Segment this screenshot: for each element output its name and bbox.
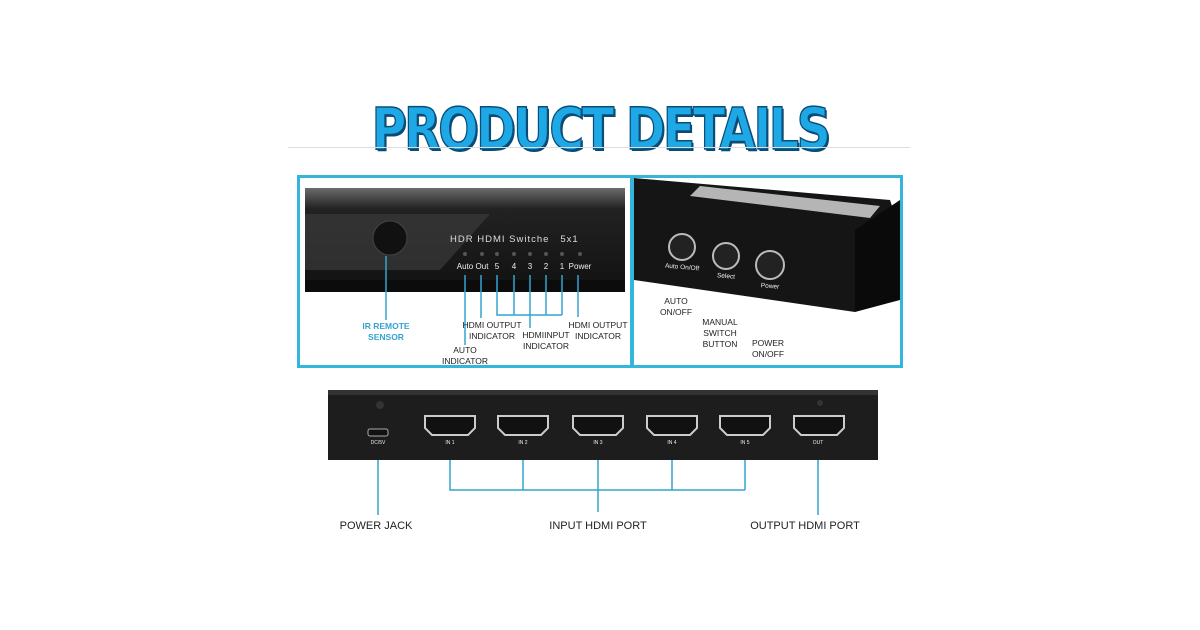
callout-power-indicator: HDMI OUTPUT INDICATOR [568,320,628,341]
callout-manual-switch: MANUAL SWITCH BUTTON [702,317,738,349]
callout-input-port: INPUT HDMI PORT [549,520,647,532]
port-label-dc: DC/5V [370,440,386,446]
callout-output-port: OUTPUT HDMI PORT [750,520,860,532]
port-label-out: OUT [812,440,824,446]
callout-auto-onoff: AUTO ON/OFF [659,296,693,317]
select-button [712,242,740,270]
indicator-1: 1 [559,262,565,271]
button-label-select: Select [716,272,736,281]
divider [288,147,910,148]
callout-output-indicator: HDMI OUTPUT INDICATOR [462,320,522,341]
side-panel-view [631,175,903,368]
callout-power-jack: POWER JACK [339,520,413,532]
indicator-auto: Auto [456,262,474,271]
indicator-3: 3 [527,262,533,271]
port-label-in4: IN 4 [667,440,677,446]
callout-power-onoff: POWER ON/OFF [751,338,785,359]
auto-button [668,233,696,261]
indicator-power: Power [568,262,592,271]
port-label-in3: IN 3 [593,440,603,446]
indicator-5: 5 [494,262,500,271]
port-label-in5: IN 5 [740,440,750,446]
power-button [755,250,785,280]
ir-sensor-icon [372,220,408,256]
callout-auto-indicator: AUTO INDICATOR [442,345,488,366]
port-label-in2: IN 2 [518,440,528,446]
port-label-in1: IN 1 [445,440,455,446]
indicator-4: 4 [511,262,517,271]
callout-input-indicator: HDMIINPUT INDICATOR [522,330,570,351]
button-label-power: Power [760,282,780,291]
indicator-2: 2 [543,262,549,271]
indicator-out: Out [475,262,489,271]
callout-ir-sensor: IR REMOTE SENSOR [362,321,410,342]
hdmi-ports [424,415,845,436]
page-title: PRODUCT DETAILS [371,94,831,164]
model-text: HDR HDMI Switche 5x1 [450,234,579,245]
